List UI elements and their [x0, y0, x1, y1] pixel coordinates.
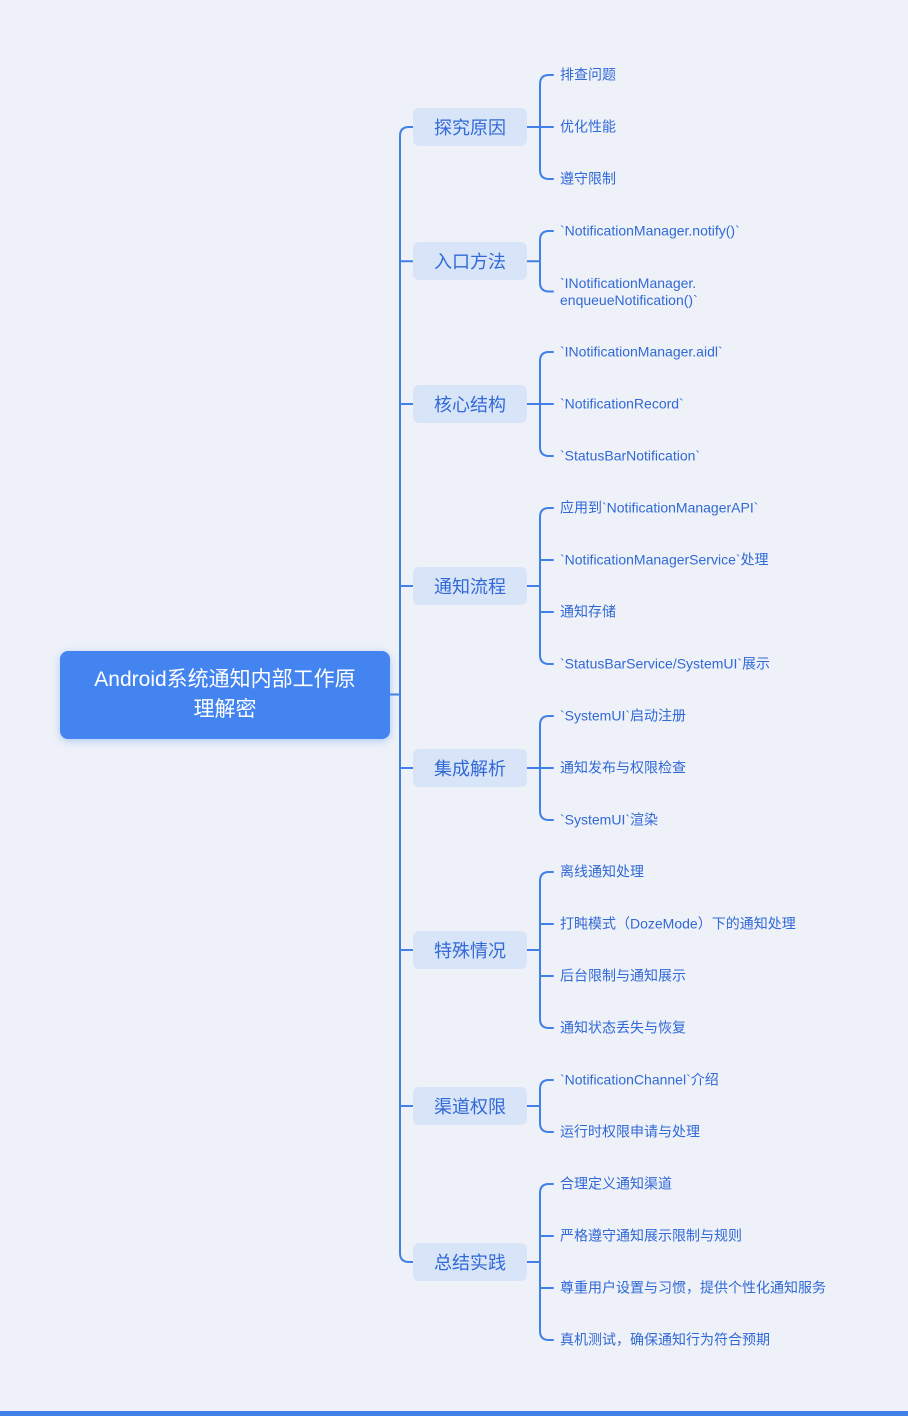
- child-node[interactable]: `NotificationChannel`介绍: [560, 1071, 719, 1088]
- child-node[interactable]: `SystemUI`渲染: [560, 811, 658, 828]
- branch-node[interactable]: 通知流程: [413, 567, 527, 605]
- child-node[interactable]: `INotificationManager. enqueueNotificati…: [560, 274, 698, 308]
- child-node[interactable]: 真机测试，确保通知行为符合预期: [560, 1331, 770, 1348]
- child-node[interactable]: 通知状态丢失与恢复: [560, 1019, 686, 1036]
- branch-node-label: 入口方法: [434, 252, 506, 273]
- child-node[interactable]: `StatusBarNotification`: [560, 447, 701, 464]
- child-node[interactable]: 尊重用户设置与习惯，提供个性化通知服务: [560, 1279, 826, 1296]
- child-node[interactable]: `NotificationManager.notify()`: [560, 222, 740, 239]
- branch-node-label: 总结实践: [434, 1253, 506, 1273]
- root-node[interactable]: Android系统通知内部工作原理解密: [60, 650, 390, 739]
- branch-node-label: 集成解析: [434, 759, 506, 779]
- branch-node-label: 探究原因: [434, 118, 506, 138]
- branch-node[interactable]: 总结实践: [413, 1243, 527, 1281]
- branch-node[interactable]: 核心结构: [413, 385, 527, 423]
- child-node[interactable]: 运行时权限申请与处理: [560, 1123, 700, 1140]
- branch-node-label: 渠道权限: [434, 1097, 506, 1117]
- branch-node[interactable]: 集成解析: [413, 749, 527, 787]
- child-node[interactable]: 应用到`NotificationManagerAPI`: [560, 499, 759, 516]
- branch-node[interactable]: 特殊情况: [413, 931, 527, 969]
- branch-node-label: 通知流程: [434, 577, 506, 597]
- child-node[interactable]: `NotificationRecord`: [560, 395, 684, 412]
- child-node[interactable]: 优化性能: [560, 118, 616, 135]
- branch-node[interactable]: 入口方法: [413, 242, 527, 281]
- child-node[interactable]: 严格遵守通知展示限制与规则: [560, 1227, 742, 1244]
- bottom-bar: [0, 1411, 908, 1416]
- child-node[interactable]: 合理定义通知渠道: [560, 1175, 672, 1192]
- root-node-label: Android系统通知内部工作原理解密: [94, 667, 356, 721]
- child-node[interactable]: `NotificationManagerService`处理: [560, 551, 769, 568]
- child-node[interactable]: 打盹模式（DozeMode）下的通知处理: [560, 915, 796, 932]
- child-node[interactable]: 后台限制与通知展示: [560, 967, 686, 984]
- child-node[interactable]: 通知存储: [560, 603, 616, 620]
- branch-node[interactable]: 探究原因: [413, 108, 527, 146]
- child-node[interactable]: `SystemUI`启动注册: [560, 707, 686, 724]
- child-node[interactable]: 遵守限制: [560, 170, 616, 187]
- child-node[interactable]: `INotificationManager.aidl`: [560, 343, 723, 360]
- child-node[interactable]: 离线通知处理: [560, 863, 644, 880]
- branch-node-label: 核心结构: [434, 395, 506, 415]
- branch-node[interactable]: 渠道权限: [413, 1087, 527, 1125]
- child-node[interactable]: 排查问题: [560, 66, 616, 83]
- child-node[interactable]: `StatusBarService/SystemUI`展示: [560, 655, 771, 672]
- branch-node-label: 特殊情况: [434, 941, 506, 961]
- child-node[interactable]: 通知发布与权限检查: [560, 759, 686, 776]
